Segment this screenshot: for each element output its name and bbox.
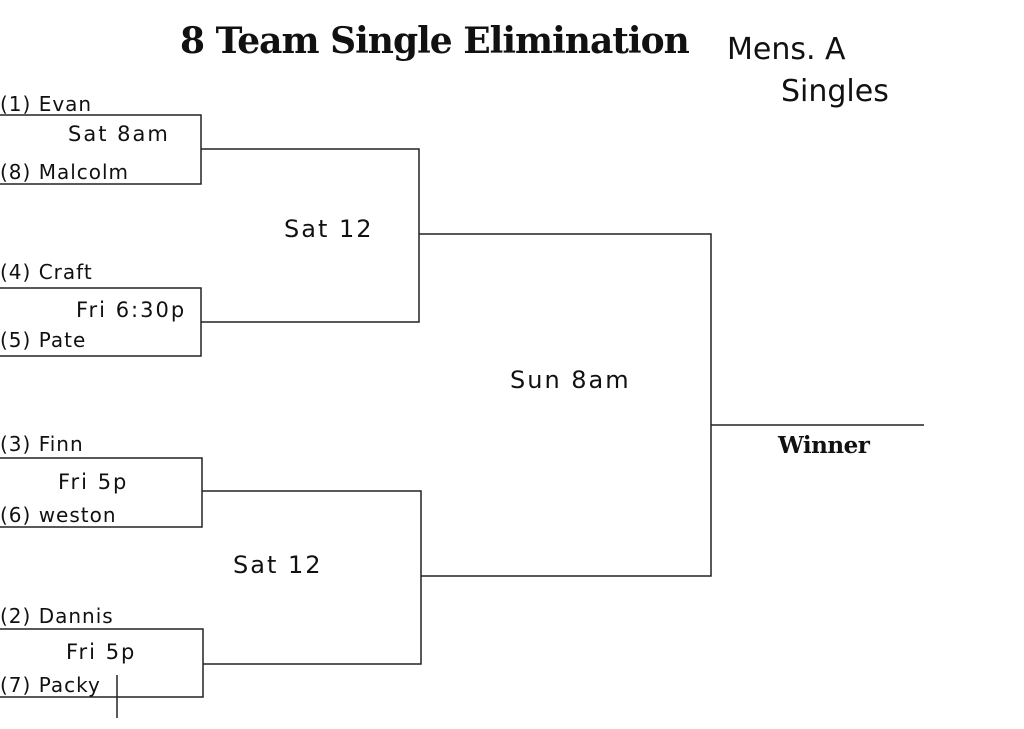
match2-time: Fri 6:30p (76, 298, 187, 322)
match4-bottom-player: (7) Packy (0, 673, 101, 697)
semifinal1-time: Sat 12 (284, 215, 374, 243)
division-line2: Singles (781, 74, 889, 109)
page-title: 8 Team Single Elimination (180, 20, 690, 62)
final-time: Sun 8am (510, 366, 631, 394)
connector-final (419, 233, 712, 577)
match2-bottom-player: (5) Pate (0, 328, 87, 352)
match3-top-player: (3) Finn (0, 432, 84, 456)
connector-sf2 (202, 490, 422, 665)
match4-time: Fri 5p (66, 640, 137, 664)
match1-top-player: (1) Evan (0, 92, 93, 116)
match1-bottom-player: (8) Malcolm (0, 160, 130, 184)
match-box-3 (0, 457, 203, 528)
match3-time: Fri 5p (58, 470, 129, 494)
match1-time: Sat 8am (68, 122, 170, 146)
division-line1: Mens. A (727, 32, 846, 67)
connector-sf1 (201, 148, 420, 323)
match2-top-player: (4) Craft (0, 260, 93, 284)
match4-top-player: (2) Dannis (0, 604, 114, 628)
match-box-4 (0, 628, 204, 698)
winner-label: Winner (778, 432, 870, 459)
match3-bottom-player: (6) weston (0, 503, 117, 527)
semifinal2-time: Sat 12 (233, 551, 323, 579)
